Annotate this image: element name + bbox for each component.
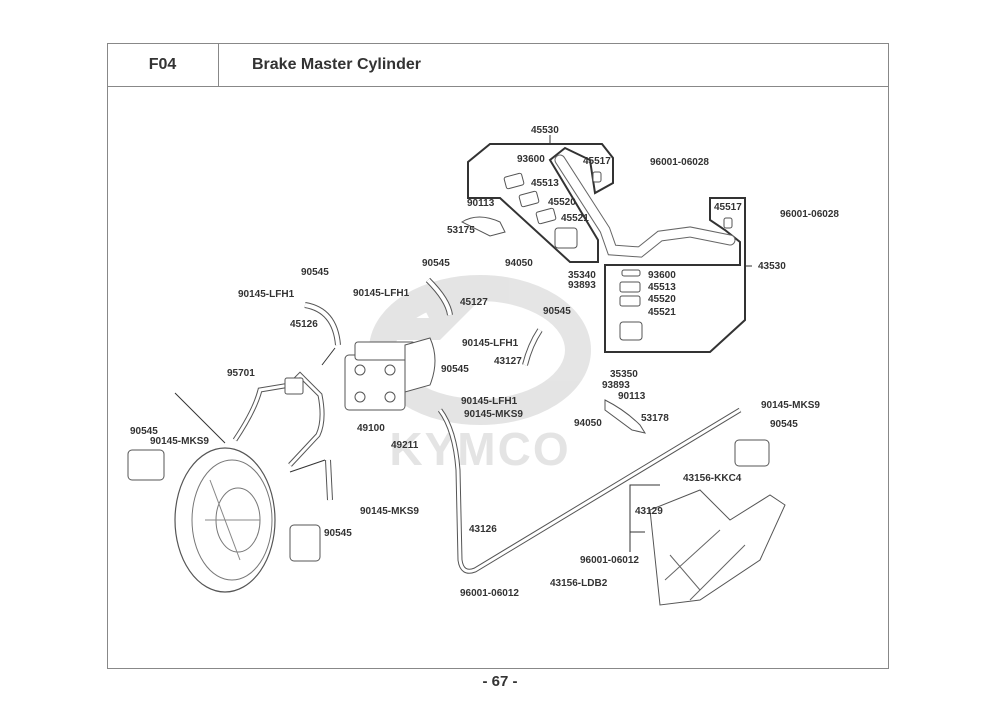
callout-43126: 43126 bbox=[469, 524, 497, 535]
callout-90545-f: 90545 bbox=[130, 426, 158, 437]
callout-90545-b: 90545 bbox=[422, 258, 450, 269]
callout-45521-b: 45521 bbox=[648, 307, 676, 318]
callout-35340: 35340 bbox=[568, 270, 596, 281]
callout-90145-mks9-a: 90145-MKS9 bbox=[464, 409, 523, 420]
callout-45126: 45126 bbox=[290, 319, 318, 330]
callout-90145-mks9-c: 90145-MKS9 bbox=[150, 436, 209, 447]
callout-35350: 35350 bbox=[610, 369, 638, 380]
callout-90545-c: 90545 bbox=[543, 306, 571, 317]
callout-90145-mks9-d: 90145-MKS9 bbox=[360, 506, 419, 517]
callout-45520: 45520 bbox=[548, 197, 576, 208]
callout-96001-06012-b: 96001-06012 bbox=[460, 588, 519, 599]
callout-90113-b: 90113 bbox=[618, 391, 646, 402]
callout-93600: 93600 bbox=[517, 154, 545, 165]
callout-43156-ldb2: 43156-LDB2 bbox=[550, 578, 608, 589]
callout-90113: 90113 bbox=[467, 198, 495, 209]
callout-45530: 45530 bbox=[531, 125, 559, 136]
front-wheel bbox=[174, 447, 276, 593]
callout-90145-lfh1-c: 90145-LFH1 bbox=[462, 338, 519, 349]
rear-caliper bbox=[734, 439, 770, 467]
callout-90545-a: 90545 bbox=[301, 267, 329, 278]
callout-53178: 53178 bbox=[641, 413, 669, 424]
callout-96001-06028-b: 96001-06028 bbox=[780, 209, 839, 220]
callout-93893: 93893 bbox=[568, 280, 596, 291]
callout-49100: 49100 bbox=[357, 423, 385, 434]
callout-45517-b: 45517 bbox=[714, 202, 742, 213]
callout-45521: 45521 bbox=[561, 213, 589, 224]
callout-90145-mks9-b: 90145-MKS9 bbox=[761, 400, 820, 411]
header-row: F04 Brake Master Cylinder bbox=[107, 43, 889, 87]
page-number: - 67 - bbox=[482, 673, 518, 690]
callout-45127: 45127 bbox=[460, 297, 488, 308]
front-caliper-right bbox=[289, 524, 321, 562]
callout-45513-b: 45513 bbox=[648, 282, 676, 293]
callout-43156-kkc4: 43156-KKC4 bbox=[683, 473, 742, 484]
callout-53175: 53175 bbox=[447, 225, 475, 236]
diagram-frame bbox=[107, 43, 889, 669]
page-title: Brake Master Cylinder bbox=[252, 56, 421, 73]
front-caliper-left bbox=[127, 449, 165, 481]
hydraulic-unit bbox=[344, 337, 436, 411]
watermark-text: KYMCO bbox=[389, 423, 570, 475]
callout-93893-b: 93893 bbox=[602, 380, 630, 391]
callout-90545-g: 90545 bbox=[324, 528, 352, 539]
callout-43127: 43127 bbox=[494, 356, 522, 367]
callout-90145-lfh1-d: 90145-LFH1 bbox=[461, 396, 518, 407]
callout-94050-b: 94050 bbox=[574, 418, 602, 429]
callout-90545-d: 90545 bbox=[441, 364, 469, 375]
callout-96001-06012-a: 96001-06012 bbox=[580, 555, 639, 566]
callout-95701: 95701 bbox=[227, 368, 255, 379]
rear-swingarm bbox=[649, 489, 786, 606]
callout-93600-b: 93600 bbox=[648, 270, 676, 281]
callout-94050: 94050 bbox=[505, 258, 533, 269]
callout-49211: 49211 bbox=[391, 440, 419, 451]
callout-45517: 45517 bbox=[583, 156, 611, 167]
callout-90145-lfh1-b: 90145-LFH1 bbox=[353, 288, 410, 299]
callout-45513: 45513 bbox=[531, 178, 559, 189]
callout-90145-lfh1-a: 90145-LFH1 bbox=[238, 289, 295, 300]
assembly-box-43530 bbox=[604, 197, 746, 353]
callout-43530: 43530 bbox=[758, 261, 786, 272]
callout-43129: 43129 bbox=[635, 506, 663, 517]
callout-90545-e: 90545 bbox=[770, 419, 798, 430]
callout-45520-b: 45520 bbox=[648, 294, 676, 305]
section-code: F04 bbox=[107, 43, 219, 87]
assembly-box-45530 bbox=[467, 143, 614, 263]
callout-96001-06028: 96001-06028 bbox=[650, 157, 709, 168]
